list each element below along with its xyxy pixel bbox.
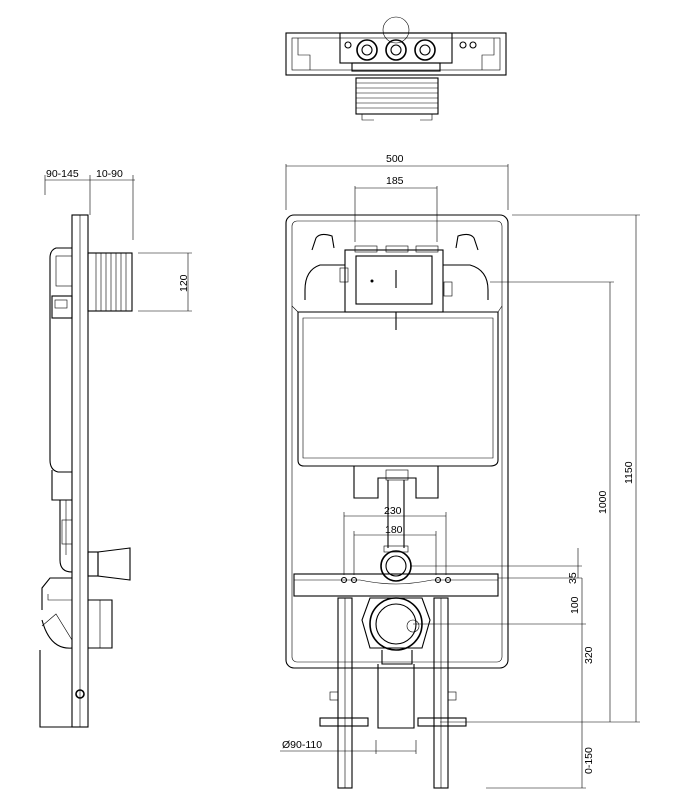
dim-outlet-height: 320 <box>583 646 595 664</box>
dim-side-offset: 10-90 <box>96 168 123 180</box>
top-port-left-icon <box>356 39 378 61</box>
dim-bracket-inner: 180 <box>385 524 403 536</box>
dim-leg-adjustment: 0-150 <box>583 747 595 774</box>
side-flush-module <box>87 252 133 312</box>
side-view: 90-145 10-90 120 <box>39 168 192 728</box>
top-port-center-icon <box>385 39 407 61</box>
dim-flush-plate-width: 185 <box>386 175 404 187</box>
top-port-right-icon <box>414 39 436 61</box>
side-inlet-connector <box>87 547 131 581</box>
front-inlet-connector-icon <box>380 545 412 582</box>
dim-visible-height: 1000 <box>597 490 609 514</box>
dim-side-flush-height: 120 <box>178 274 190 292</box>
front-legs <box>319 597 467 789</box>
dim-total-height: 1150 <box>623 461 635 484</box>
dim-side-depth: 90-145 <box>46 168 79 180</box>
dim-frame-width: 500 <box>386 153 404 165</box>
dim-inlet-offset: 35 <box>567 572 579 584</box>
dim-bracket-outer: 230 <box>384 505 402 517</box>
front-view: 500 185 1150 1000 230 180 35 100 <box>280 153 640 789</box>
top-cistern-ribs <box>355 77 439 121</box>
dim-drain-diameter: Ø90-110 <box>282 739 322 751</box>
dim-outlet-offset: 100 <box>569 596 581 614</box>
top-view <box>285 16 507 121</box>
front-cistern-tank <box>291 305 503 467</box>
side-outlet-connector <box>88 599 113 649</box>
